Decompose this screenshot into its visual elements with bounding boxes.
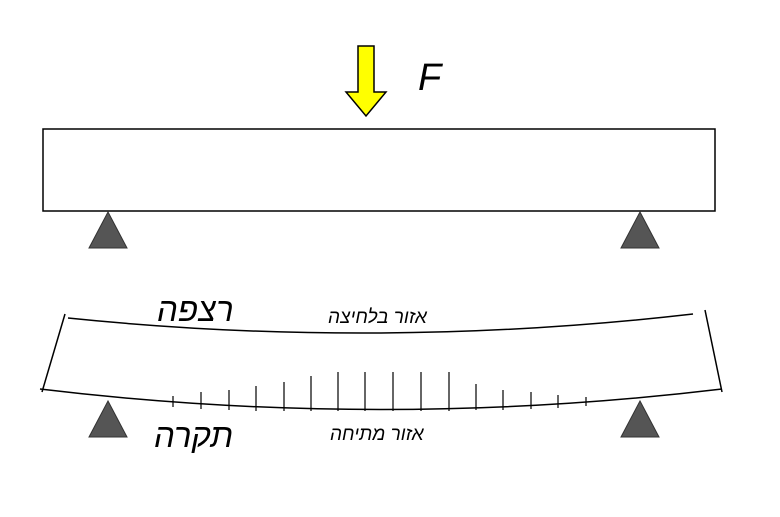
- left-support-icon: [88, 399, 128, 438]
- compression-zone-label: אזור בלחיצה: [328, 307, 428, 328]
- tension-zone-label: אזור מתיחה: [330, 424, 425, 445]
- top-surface-label: רצפה: [157, 291, 234, 328]
- bottom-surface-label: תקרה: [154, 417, 233, 454]
- tension-marks: [172, 372, 587, 411]
- bent-beam-top-edge: [67, 313, 694, 334]
- bent-beam-bottom-edge: [39, 388, 723, 411]
- force-label: F: [418, 57, 443, 99]
- right-support-icon: [620, 399, 660, 438]
- bent-beam-left-end: [41, 313, 66, 393]
- right-support-icon: [620, 210, 660, 249]
- bent-beam: [39, 309, 723, 411]
- left-support-icon: [88, 210, 128, 249]
- unloaded-beam: [42, 128, 716, 212]
- force-arrow-icon: [344, 45, 388, 118]
- bent-beam-right-end: [704, 309, 723, 393]
